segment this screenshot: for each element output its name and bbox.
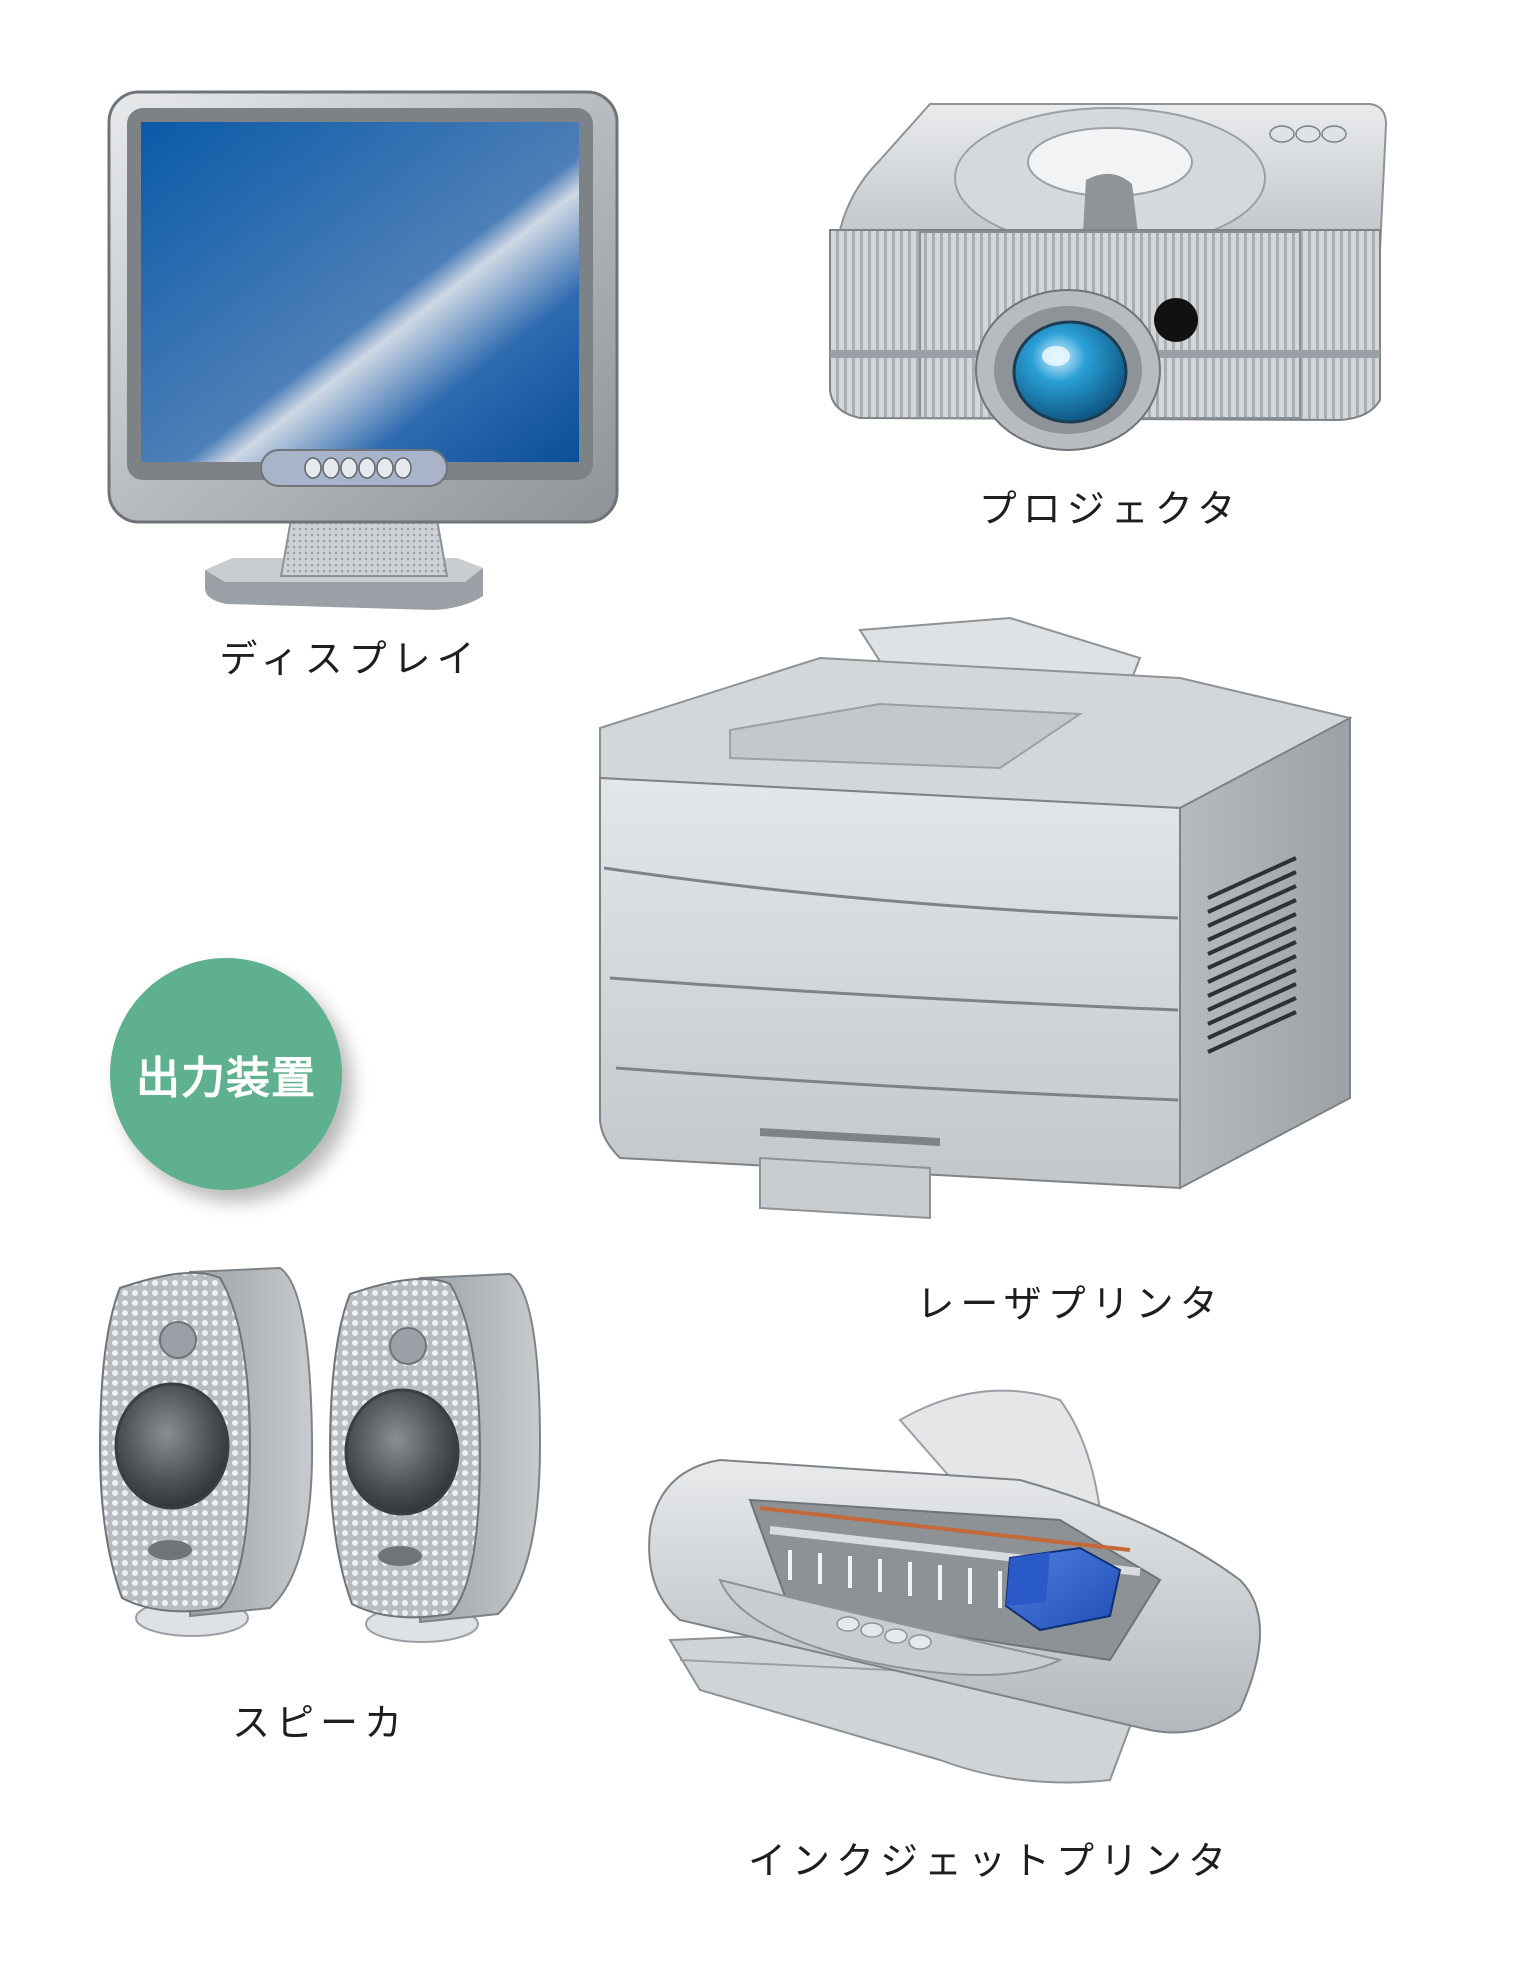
output-devices-badge: 出力装置 [110, 958, 342, 1190]
laser-printer-icon [580, 616, 1360, 1258]
monitor-icon [105, 88, 625, 628]
projector-icon [820, 100, 1390, 451]
projector-label: プロジェクタ [978, 487, 1242, 531]
laser-printer-label: レーザプリンタ [916, 1282, 1224, 1326]
display-label: ディスプレイ [219, 637, 481, 681]
badge-text: 出力装置 [136, 1053, 316, 1104]
speaker-icon [98, 1266, 542, 1648]
inkjet-printer-icon [640, 1380, 1340, 1800]
inkjet-printer-label: インクジェットプリンタ [747, 1839, 1232, 1883]
speaker-label: スピーカ [231, 1701, 408, 1745]
